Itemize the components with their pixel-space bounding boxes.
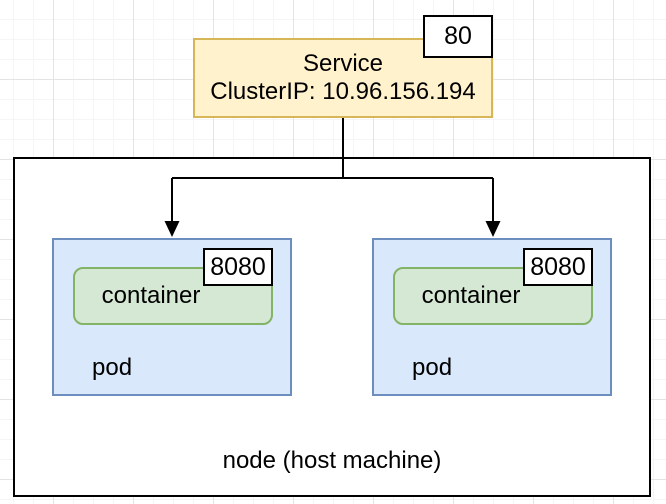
- container-label: container: [421, 282, 521, 309]
- node-label: node (host machine): [222, 447, 442, 474]
- container-port-badge[interactable]: 8080: [203, 248, 273, 286]
- service-title: Service: [302, 50, 384, 77]
- service-cluster-ip: ClusterIP: 10.96.156.194: [210, 78, 476, 105]
- pod-label: pod: [412, 354, 453, 381]
- container-port-badge[interactable]: 8080: [523, 248, 593, 286]
- service-port-badge[interactable]: 80: [423, 15, 493, 58]
- container-label: container: [101, 282, 201, 309]
- pod-label: pod: [92, 354, 133, 381]
